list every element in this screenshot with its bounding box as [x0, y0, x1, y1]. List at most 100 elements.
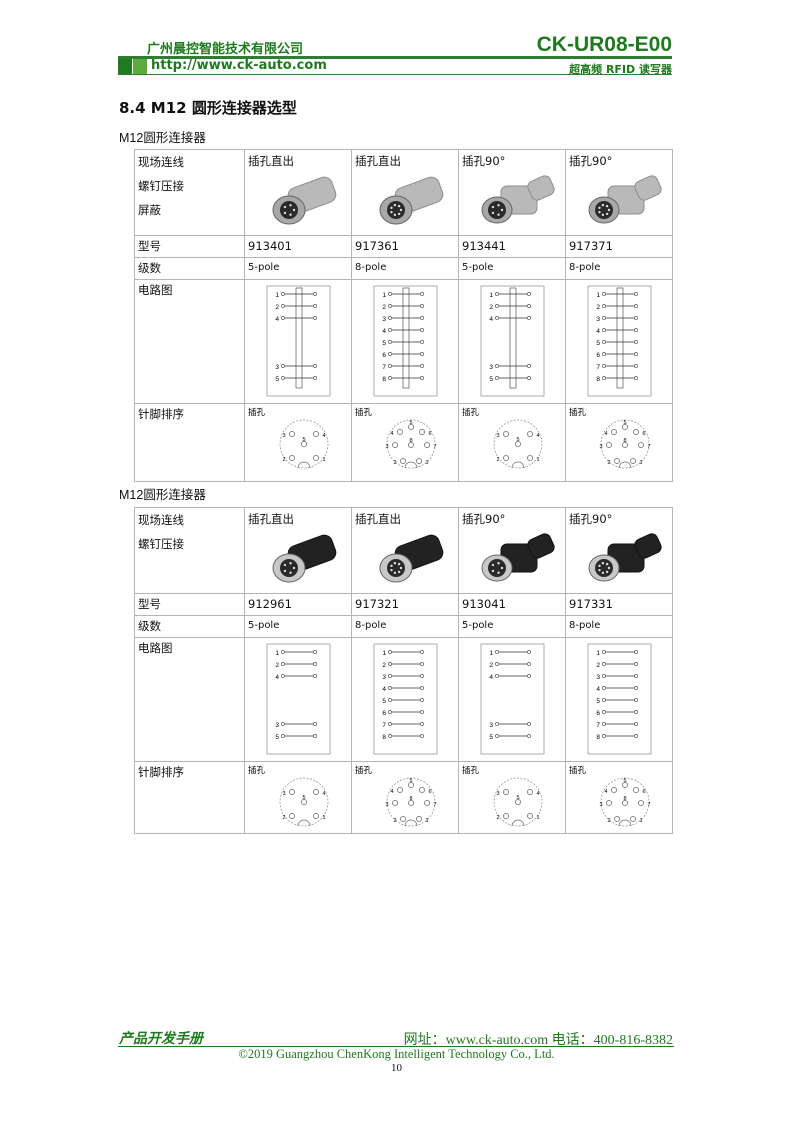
pin-terminal	[420, 292, 424, 296]
label-line: 螺钉压接	[138, 179, 184, 193]
pin-number: 1	[322, 815, 325, 821]
type-cell: 插孔90°	[565, 507, 673, 594]
shield-conductor	[509, 287, 517, 389]
pin-number: 8	[596, 734, 600, 741]
pin-terminal	[527, 292, 531, 296]
pin-socket	[392, 442, 398, 448]
type-label: 插孔直出	[355, 512, 401, 526]
connector-pin-hole	[601, 213, 605, 217]
header-square-dark	[118, 59, 132, 74]
model-cell: 913401	[244, 235, 352, 258]
pin-socket	[408, 800, 414, 806]
pin-terminal	[388, 698, 392, 702]
pin-socket	[397, 429, 403, 435]
pin-terminal	[281, 650, 285, 654]
model-cell: 913441	[458, 235, 566, 258]
pin-terminal	[634, 686, 638, 690]
header-url[interactable]: http://www.ck-auto.com	[151, 58, 327, 73]
connector-face	[595, 559, 613, 577]
pin-terminal	[388, 710, 392, 714]
pin-terminal	[495, 734, 499, 738]
pin-terminal	[281, 674, 285, 678]
pinout-outline	[386, 777, 436, 827]
pin-number: 4	[275, 316, 279, 323]
connector-pin-hole	[397, 562, 401, 566]
pin-number: 3	[275, 722, 279, 729]
connector-cable-gland	[527, 175, 555, 201]
pin-number: 3	[275, 364, 279, 371]
pinout-key	[297, 461, 311, 469]
pin-terminal	[495, 364, 499, 368]
connector-pin-hole	[393, 571, 397, 575]
pinout-outline	[279, 419, 329, 469]
pin-terminal	[527, 662, 531, 666]
pin-number: 5	[596, 698, 600, 705]
connector-pin-hole	[390, 210, 393, 214]
connector-face	[280, 559, 298, 577]
circuit-frame	[587, 643, 652, 755]
pin-number: 1	[322, 457, 325, 463]
pin-number: 3	[382, 316, 386, 323]
label-cell: 现场连线 螺钉压接	[134, 507, 245, 594]
connector-pin-hole	[292, 566, 296, 570]
connector-pin-hole	[289, 204, 292, 207]
pin-terminal	[420, 352, 424, 356]
pin-terminal	[313, 650, 317, 654]
shield-conductor	[616, 287, 624, 389]
pin-number: 3	[596, 316, 600, 323]
pin-socket	[424, 800, 430, 806]
pin-socket	[424, 442, 430, 448]
connector-pin-hole	[390, 564, 393, 568]
pin-terminal	[420, 316, 424, 320]
pin-terminal	[634, 662, 638, 666]
pinout-label: 插孔	[569, 765, 587, 775]
pin-socket	[614, 816, 620, 822]
pin-number: 3	[282, 791, 285, 797]
pin-terminal	[634, 376, 638, 380]
pin-number: 2	[275, 662, 279, 669]
type-label: 插孔直出	[248, 154, 294, 168]
pin-terminal	[495, 304, 499, 308]
pin-number: 6	[428, 789, 431, 795]
connector-cable-gland	[527, 533, 555, 559]
pin-socket	[419, 429, 425, 435]
pin-terminal	[420, 340, 424, 344]
connector-pin-hole	[397, 204, 401, 208]
pin-socket	[503, 813, 509, 819]
pin-socket	[527, 813, 533, 819]
pin-socket	[408, 424, 414, 430]
pin-number: 2	[382, 304, 386, 311]
pin-number: 3	[385, 444, 388, 450]
pin-terminal	[634, 734, 638, 738]
header-company: 广州晨控智能技术有限公司	[147, 42, 304, 57]
pin-terminal	[313, 316, 317, 320]
connector-pin-hole	[399, 208, 403, 212]
pinout-outline	[279, 777, 329, 827]
pin-number: 1	[425, 818, 428, 824]
pin-socket	[606, 800, 612, 806]
pin-terminal	[602, 650, 606, 654]
pin-number: 5	[489, 734, 493, 741]
model-cell: 917321	[351, 593, 459, 616]
connector-pin-hole	[289, 213, 292, 216]
connector-pin-hole	[491, 211, 495, 215]
circuit-frame	[587, 285, 652, 397]
circuit-frame	[373, 285, 438, 397]
pin-number: 5	[302, 437, 305, 443]
pin-terminal	[281, 376, 285, 380]
pin-number: 5	[382, 340, 386, 347]
poles-cell: 5-pole	[458, 615, 566, 638]
connector-pin-hole	[491, 563, 495, 567]
pin-number: 6	[428, 431, 431, 437]
pin-terminal	[313, 674, 317, 678]
connector-pin-hole	[393, 203, 397, 207]
pin-number: 2	[282, 815, 285, 821]
circuit-frame	[266, 285, 331, 397]
